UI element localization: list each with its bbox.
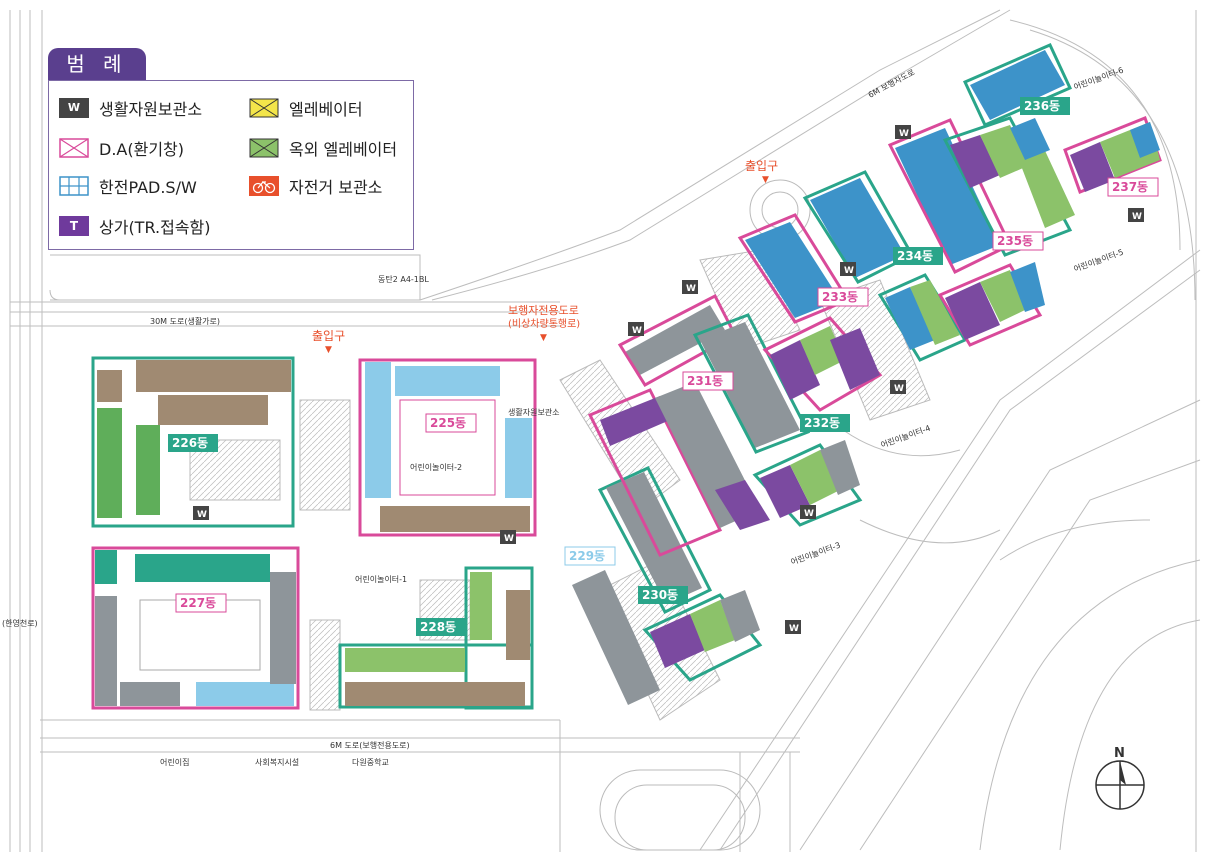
label-entrance-left: 출입구: [312, 329, 345, 343]
svg-text:W: W: [894, 384, 904, 394]
building-226[interactable]: [91, 356, 295, 528]
road-network: [9, 9, 1201, 852]
legend-item-pad: 한전PAD.S/W: [59, 173, 197, 199]
building-231[interactable]: [587, 293, 770, 557]
building-233[interactable]: [737, 213, 883, 412]
legend-item-elev: 엘레베이터: [249, 95, 363, 121]
label-welfare: 사회복지시설: [255, 757, 299, 767]
building-labels: 226동 227동 225동 228동 229동 230동 231동 232동 …: [168, 97, 1159, 636]
legend-item-bike: 자전거 보관소: [249, 173, 382, 199]
svg-text:▼: ▼: [325, 345, 332, 355]
legend-title: 범 례: [48, 48, 146, 80]
building-229[interactable]: [572, 570, 660, 705]
legend-item-shop: T 상가(TR.접속함): [59, 213, 211, 239]
legend-label: 옥외 엘레베이터: [289, 140, 398, 159]
label-234: 234동: [897, 249, 933, 263]
label-kinder: 어린이집: [160, 757, 189, 767]
label-237: 237동: [1112, 180, 1148, 194]
label-225: 225동: [430, 416, 466, 430]
svg-text:W: W: [632, 326, 642, 336]
label-226: 226동: [172, 436, 208, 450]
label-229: 229동: [569, 549, 605, 563]
label-232: 232동: [804, 416, 840, 430]
label-road-30m: 30M 도로(생활가로): [150, 316, 220, 326]
legend-label: 생활자원보관소: [99, 100, 203, 119]
label-play2: 어린이놀이터-2: [410, 462, 462, 472]
compass-n: N: [1114, 746, 1125, 761]
svg-text:▼: ▼: [762, 175, 769, 185]
svg-text:W: W: [1132, 212, 1142, 222]
label-play5: 어린이놀이터-5: [1072, 247, 1124, 274]
legend-label: 엘레베이터: [289, 100, 363, 119]
label-block: 동탄2 A4-1BL: [378, 274, 429, 284]
label-235: 235동: [997, 234, 1033, 248]
shop-icon: T: [59, 216, 89, 236]
svg-text:▼: ▼: [540, 333, 547, 343]
label-waste: 생활자원보관소: [508, 407, 560, 417]
label-230: 230동: [642, 588, 678, 602]
label-play3: 어린이놀이터-3: [789, 540, 841, 567]
svg-text:W: W: [504, 534, 514, 544]
label-play4: 어린이놀이터-4: [879, 423, 931, 450]
label-road-6m: 6M 도로(보행전용도로): [330, 740, 410, 750]
legend-label: 한전PAD.S/W: [99, 178, 197, 197]
legend: W 생활자원보관소 D.A(환기창) 한전PAD.S/W T 상가(TR.접속함…: [48, 80, 414, 250]
svg-text:W: W: [844, 266, 854, 276]
label-entrance-top: 출입구: [745, 159, 778, 173]
label-233: 233동: [822, 290, 858, 304]
building-228[interactable]: [338, 566, 534, 710]
label-play1: 어린이놀이터-1: [355, 574, 407, 584]
elevator-icon: [249, 98, 279, 118]
legend-label: 자전거 보관소: [289, 178, 383, 197]
label-road-6m-top: 6M 보행자도로: [866, 67, 916, 100]
vent-icon: [59, 138, 89, 158]
label-left-road: (한영천로): [2, 618, 38, 628]
label-231: 231동: [687, 374, 723, 388]
outdoor-elevator-icon: [249, 138, 279, 158]
legend-item-out-elev: 옥외 엘레베이터: [249, 135, 397, 161]
label-228: 228동: [420, 620, 456, 634]
waste-markers: W W W W W W W W W W: [193, 125, 1144, 634]
legend-item-waste: W 생활자원보관소: [59, 95, 202, 121]
legend-label: D.A(환기창): [99, 140, 184, 159]
grid-icon: [59, 176, 89, 196]
label-227: 227동: [180, 596, 216, 610]
building-236[interactable]: [942, 43, 1075, 257]
building-237[interactable]: [1063, 116, 1162, 194]
unit-strip-226: [97, 360, 291, 518]
label-school: 다원중학교: [352, 757, 389, 767]
svg-text:W: W: [197, 510, 207, 520]
svg-text:W: W: [899, 129, 909, 139]
bicycle-icon: [249, 176, 279, 196]
label-ped-road: 보행자전용도로: [508, 304, 579, 317]
legend-item-da: D.A(환기창): [59, 135, 184, 161]
building-227[interactable]: [91, 546, 300, 710]
svg-text:W: W: [686, 284, 696, 294]
label-ped-road-sub: (비상차량통행로): [508, 318, 580, 330]
svg-text:W: W: [789, 624, 799, 634]
svg-text:W: W: [804, 509, 814, 519]
building-225[interactable]: [358, 358, 537, 537]
legend-label: 상가(TR.접속함): [99, 218, 211, 237]
north-compass: N: [1095, 746, 1145, 810]
building-230[interactable]: [597, 466, 763, 682]
label-236: 236동: [1024, 99, 1060, 113]
waste-icon: W: [59, 98, 89, 118]
